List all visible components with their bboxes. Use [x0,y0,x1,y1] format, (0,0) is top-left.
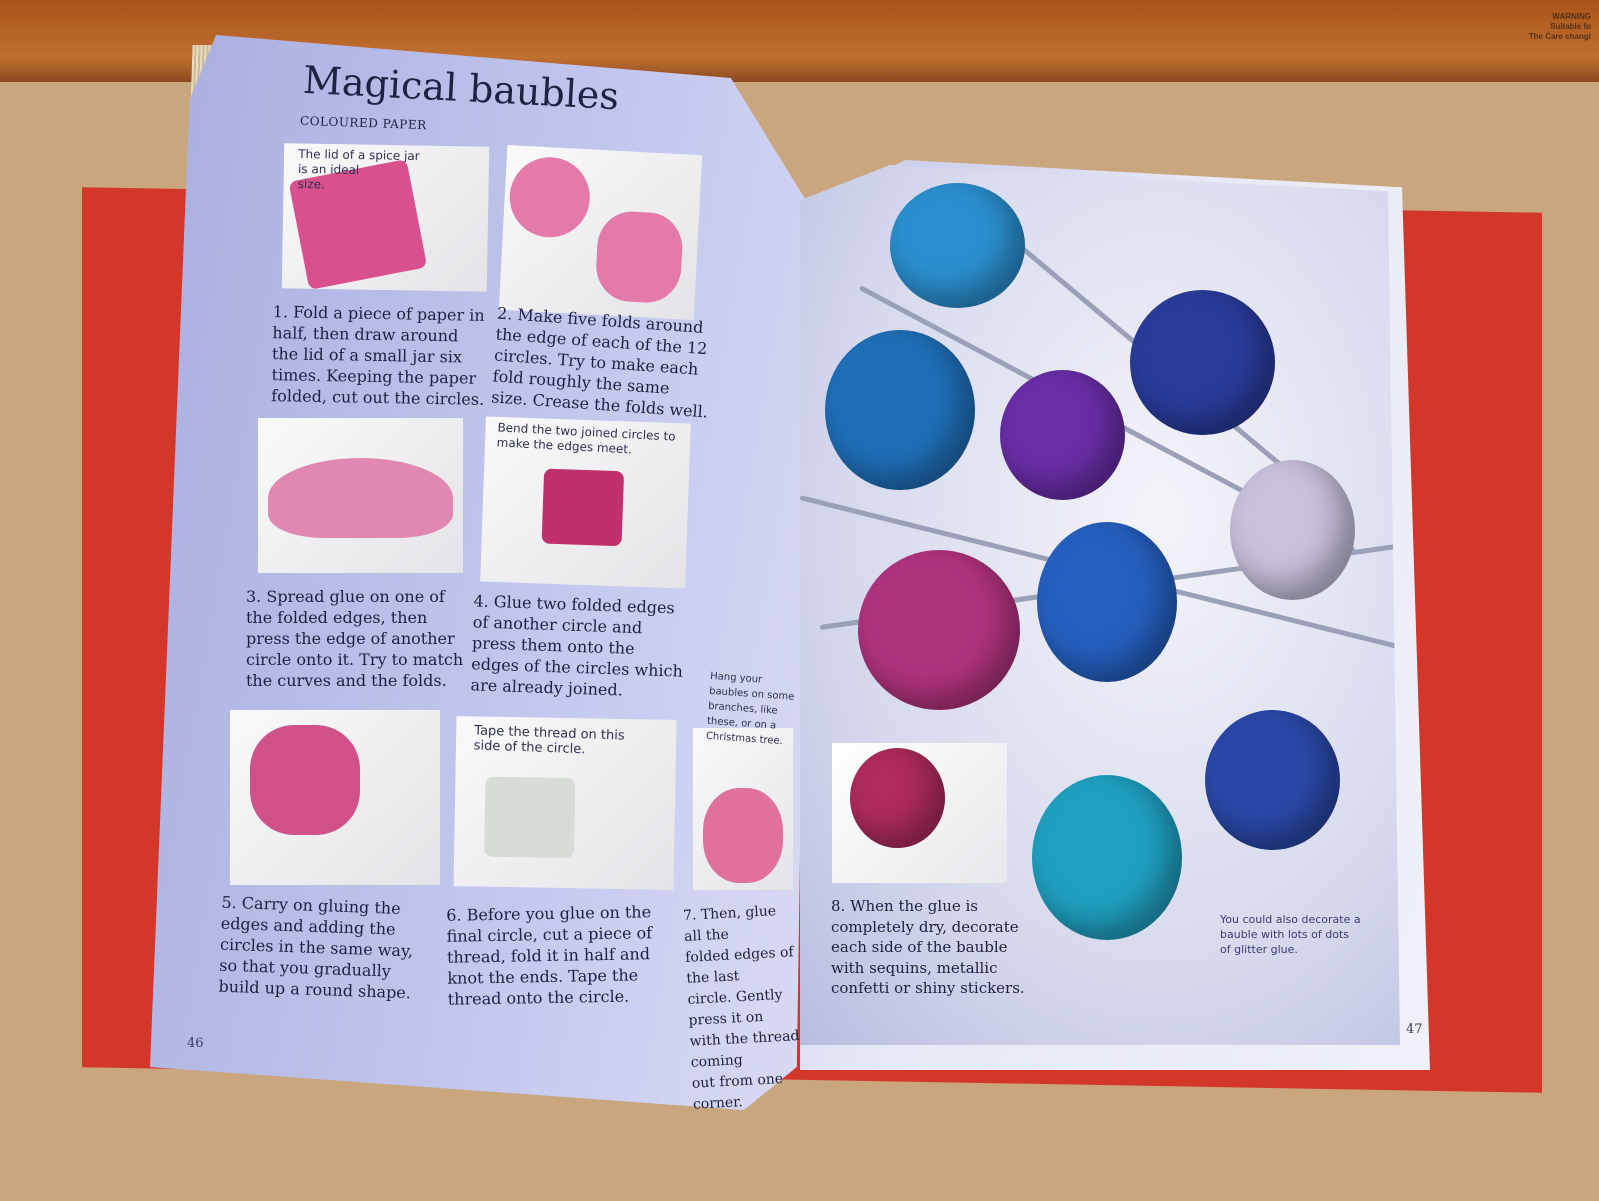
step-6: 6. Before you glue on the final circle, … [446,902,653,1009]
step3-image [258,418,463,573]
step8-image [832,743,1007,883]
step-1: 1. Fold a piece of paper in half, then d… [271,302,485,409]
caption-spice-jar: The lid of a spice jar is an ideal size. [297,146,420,192]
step2-image [498,145,703,320]
baubles-photo [800,165,1400,1045]
caption-hang: Hang your baubles on some branches, like… [705,670,795,748]
step-7: 7. Then, glue all the folded edges of th… [682,903,800,1113]
caption-dots: You could also decorate a bauble with lo… [1220,913,1361,956]
caption-tape: Tape the thread on this side of the circ… [473,723,625,758]
page-number-right: 47 [1406,1022,1423,1037]
step7-image [693,728,793,890]
step-2: 2. Make five folds around the edge of ea… [490,303,709,422]
step-3: 3. Spread glue on one of the folded edge… [246,587,464,690]
step-5: 5. Carry on gluing the edges and adding … [218,892,414,1003]
page-number-left: 46 [187,1036,204,1051]
step-4: 4. Glue two folded edges of another circ… [470,591,684,700]
step-8: 8. When the glue is completely dry, deco… [831,897,1025,997]
step5-image [230,710,440,885]
warning-label: WARNING Suitable fo The Care changi [1528,12,1591,41]
